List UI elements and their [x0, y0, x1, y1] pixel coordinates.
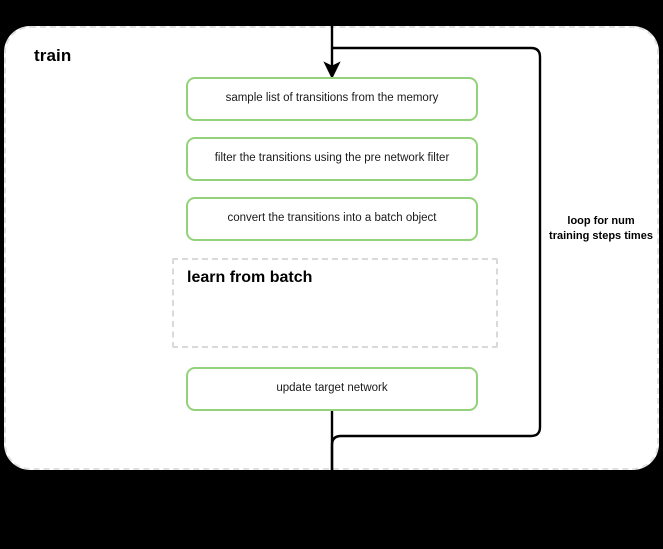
page-title: train	[34, 46, 72, 65]
learn-from-batch-title: learn from batch	[187, 269, 313, 286]
learn-from-batch-container: learn from batch	[172, 258, 498, 348]
step-label: update target network	[276, 382, 388, 395]
step-label: sample list of transitions from the memo…	[225, 92, 439, 105]
step-sample-transitions[interactable]: sample list of transitions from the memo…	[186, 77, 478, 121]
loop-annotation-label: loop for num training steps times	[549, 215, 653, 242]
step-label: convert the transitions into a batch obj…	[227, 212, 437, 225]
step-label: filter the transitions using the pre net…	[214, 152, 450, 165]
step-update-target-network[interactable]: update target network	[186, 367, 478, 411]
step-filter-transitions[interactable]: filter the transitions using the pre net…	[186, 137, 478, 181]
step-convert-to-batch[interactable]: convert the transitions into a batch obj…	[186, 197, 478, 241]
